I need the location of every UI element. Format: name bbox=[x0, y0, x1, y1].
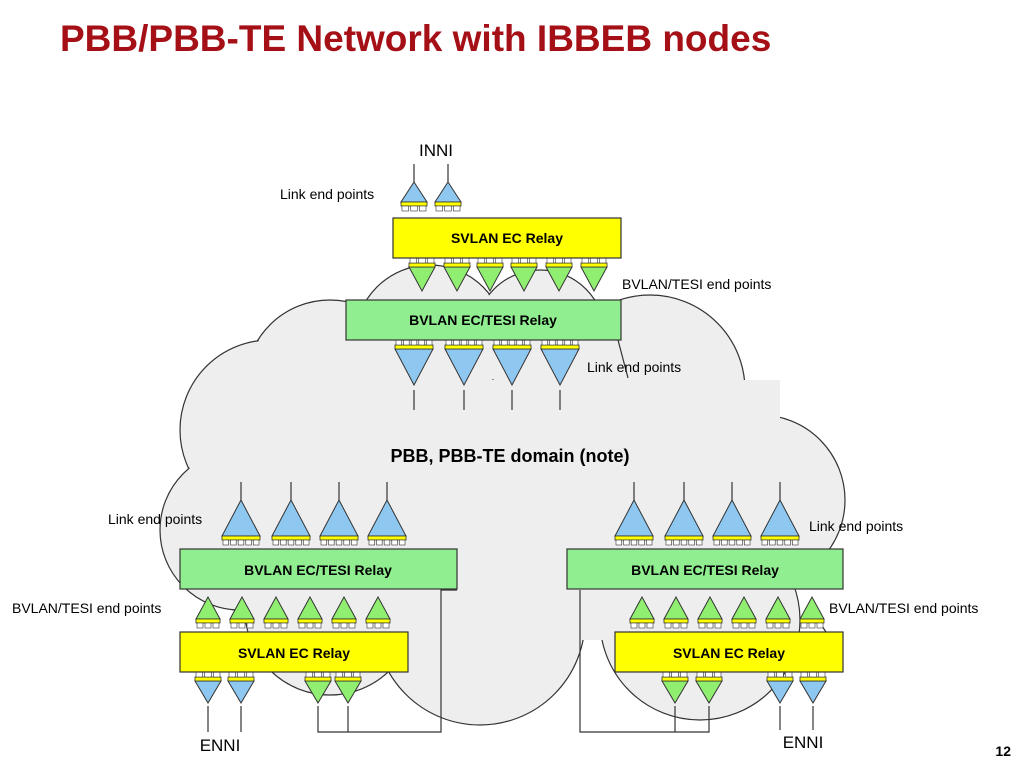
endpoint-port-13 bbox=[221, 498, 261, 546]
endpoint-port-22 bbox=[229, 595, 255, 629]
link-end-points-mid-label: Link end points bbox=[587, 359, 681, 375]
endpoint-port-36 bbox=[334, 671, 362, 704]
endpoint-port-15 bbox=[319, 498, 359, 546]
endpoint-port-17 bbox=[614, 498, 654, 546]
link-end-points-left-label: Link end points bbox=[108, 511, 202, 527]
endpoint-port-27 bbox=[629, 595, 655, 629]
relay-right-bvlan-label: BVLAN EC/TESI Relay bbox=[631, 562, 779, 578]
endpoint-port-39 bbox=[766, 671, 794, 704]
bvlan-tesi-end-points-right-label: BVLAN/TESI end points bbox=[829, 600, 978, 616]
endpoint-port-9 bbox=[394, 339, 434, 387]
endpoint-port-37 bbox=[661, 671, 689, 704]
endpoint-port-5 bbox=[476, 257, 504, 293]
endpoint-port-30 bbox=[731, 595, 757, 629]
relay-top-svlan-label: SVLAN EC Relay bbox=[451, 230, 563, 246]
connection-wires bbox=[207, 164, 827, 733]
endpoint-port-16 bbox=[367, 498, 407, 546]
endpoint-port-6 bbox=[510, 257, 538, 293]
relay-top-svlan: SVLAN EC Relay bbox=[392, 217, 622, 259]
endpoint-ports bbox=[194, 181, 827, 704]
endpoint-port-29 bbox=[697, 595, 723, 629]
endpoint-port-25 bbox=[331, 595, 357, 629]
endpoint-port-18 bbox=[664, 498, 704, 546]
domain-label: PBB, PBB-TE domain (note) bbox=[391, 446, 630, 466]
relay-left-bvlan-label: BVLAN EC/TESI Relay bbox=[244, 562, 392, 578]
endpoint-port-14 bbox=[271, 498, 311, 546]
bvlan-tesi-end-points-left-label: BVLAN/TESI end points bbox=[12, 600, 161, 616]
bvlan-tesi-end-points-top-label: BVLAN/TESI end points bbox=[622, 276, 771, 292]
endpoint-port-2 bbox=[434, 181, 462, 212]
relay-left-bvlan: BVLAN EC/TESI Relay bbox=[179, 548, 458, 590]
endpoint-port-7 bbox=[545, 257, 573, 293]
inni-label: INNI bbox=[419, 141, 453, 160]
enni-right-label: ENNI bbox=[783, 733, 824, 752]
endpoint-port-3 bbox=[408, 257, 436, 293]
endpoint-port-32 bbox=[799, 595, 825, 629]
endpoint-port-35 bbox=[304, 671, 332, 704]
relay-right-svlan: SVLAN EC Relay bbox=[614, 631, 844, 673]
enni-left-label: ENNI bbox=[200, 736, 241, 755]
endpoint-port-40 bbox=[799, 671, 827, 704]
endpoint-port-34 bbox=[227, 671, 255, 704]
endpoint-port-8 bbox=[580, 257, 608, 293]
endpoint-port-26 bbox=[365, 595, 391, 629]
relay-right-svlan-label: SVLAN EC Relay bbox=[673, 645, 785, 661]
endpoint-port-23 bbox=[263, 595, 289, 629]
endpoint-port-38 bbox=[695, 671, 723, 704]
endpoint-port-31 bbox=[765, 595, 791, 629]
endpoint-port-21 bbox=[195, 595, 221, 629]
endpoint-port-12 bbox=[540, 339, 580, 387]
link-end-points-top-label: Link end points bbox=[280, 186, 374, 202]
endpoint-port-11 bbox=[492, 339, 532, 387]
link-end-points-right-label: Link end points bbox=[809, 518, 903, 534]
relay-top-bvlan-label: BVLAN EC/TESI Relay bbox=[409, 312, 557, 328]
slide-title: PBB/PBB-TE Network with IBBEB nodes bbox=[60, 18, 772, 59]
relay-left-svlan-label: SVLAN EC Relay bbox=[238, 645, 350, 661]
endpoint-port-19 bbox=[712, 498, 752, 546]
relay-left-svlan: SVLAN EC Relay bbox=[179, 631, 409, 673]
endpoint-port-1 bbox=[400, 181, 428, 212]
relay-top-bvlan: BVLAN EC/TESI Relay bbox=[345, 299, 622, 341]
page-number: 12 bbox=[995, 743, 1011, 759]
endpoint-port-4 bbox=[443, 257, 471, 293]
endpoint-port-24 bbox=[297, 595, 323, 629]
endpoint-port-28 bbox=[663, 595, 689, 629]
relay-right-bvlan: BVLAN EC/TESI Relay bbox=[566, 548, 844, 590]
endpoint-port-33 bbox=[194, 671, 222, 704]
endpoint-port-20 bbox=[760, 498, 800, 546]
